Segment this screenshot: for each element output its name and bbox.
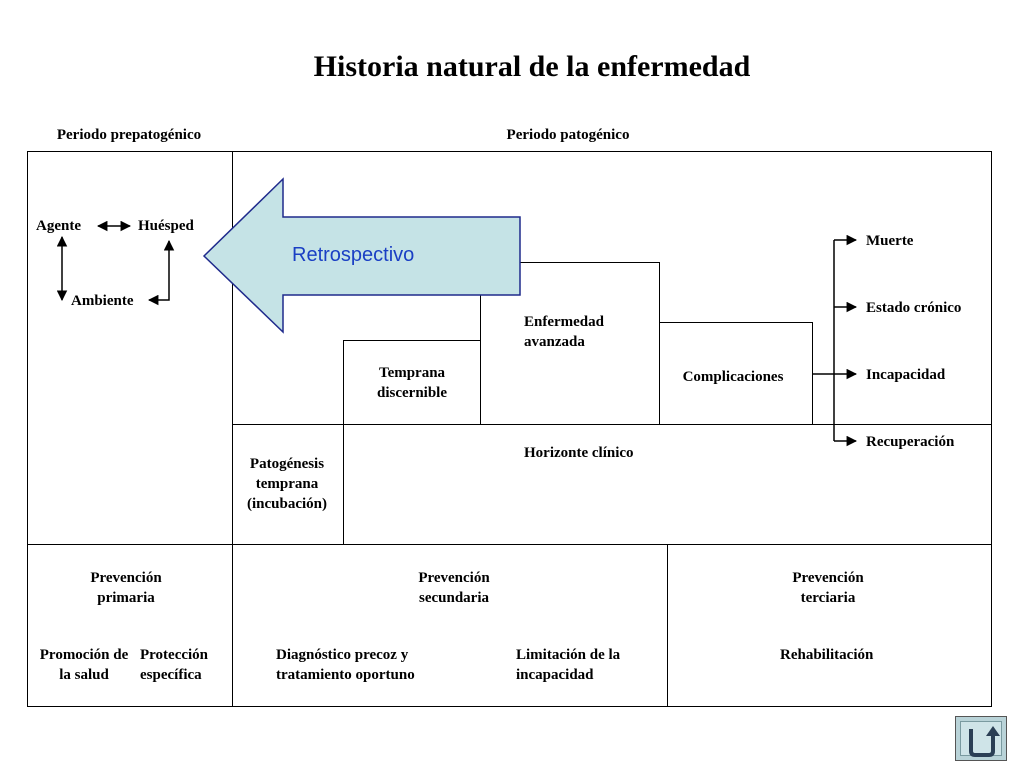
retrospective-arrow <box>202 177 521 334</box>
early-discernible-label: Temprana discernible <box>377 365 447 401</box>
outcome-death: Muerte <box>866 233 914 249</box>
early-diagnosis-label: Diagnóstico precoz y tratamiento oportun… <box>276 647 415 683</box>
primary-prevention-label: Prevención primaria <box>90 570 162 606</box>
outcome-disability: Incapacidad <box>866 367 946 383</box>
pathogenic-period-label: Periodo patogénico <box>506 127 630 143</box>
outcome-recovery: Recuperación <box>866 434 955 450</box>
outcome-chronic: Estado crónico <box>866 300 962 316</box>
return-arrow-icon <box>969 726 1000 757</box>
secondary-prevention-label: Prevención secundaria <box>418 570 490 606</box>
retrospective-label: Retrospectivo <box>292 244 415 266</box>
return-button[interactable] <box>955 716 1007 761</box>
environment-label: Ambiente <box>71 293 134 309</box>
agent-label: Agente <box>36 218 81 234</box>
specific-protection-label: Protección específica <box>140 647 209 683</box>
complications-label: Complicaciones <box>682 369 784 385</box>
tertiary-prevention-label: Prevención terciaria <box>792 570 864 606</box>
disability-limitation-label: Limitación de la incapacidad <box>516 647 621 683</box>
clinical-horizon-label: Horizonte clínico <box>524 445 634 461</box>
advanced-disease-label: Enfermedad avanzada <box>524 314 604 350</box>
host-label: Huésped <box>138 218 194 234</box>
page-title: Historia natural de la enfermedad <box>313 50 751 83</box>
outer-frame <box>27 151 992 707</box>
rehabilitation-label: Rehabilitación <box>780 647 874 663</box>
host-environment-arrow <box>147 239 175 306</box>
health-promotion-label: Promoción de la salud <box>39 647 129 683</box>
pathogenesis-label: Patogénesis temprana (incubación) <box>246 456 327 512</box>
prepathogenic-period-label: Periodo prepatogénico <box>56 127 202 143</box>
